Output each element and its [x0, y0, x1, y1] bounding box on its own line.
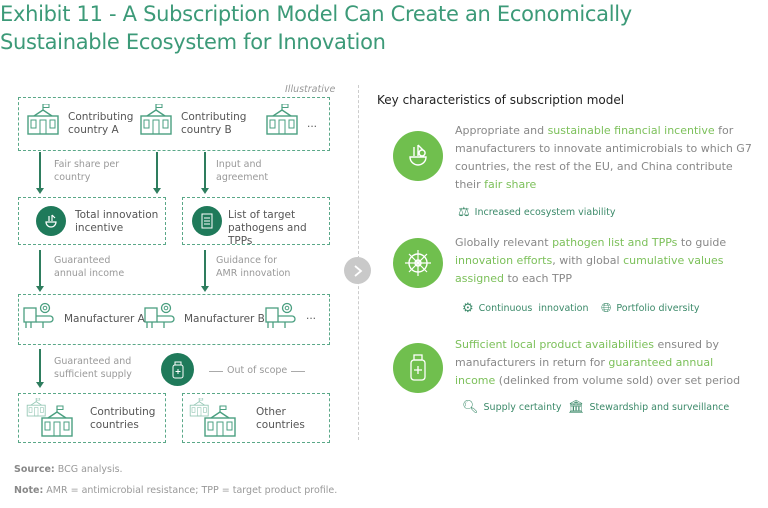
note-text: AMR = antimicrobial resistance; TPP = ta… [43, 485, 338, 496]
text-segment: Appropriate and [455, 124, 548, 137]
highlight-text: pathogen list and TPPs [552, 236, 678, 249]
total-incentive-box [18, 197, 166, 245]
tag-label: Supply certainty [483, 402, 562, 413]
tag-ecosystem-viability: ⚖ Increased ecosystem viability [458, 205, 616, 220]
tag-label: Portfolio diversity [616, 303, 700, 314]
next-arrow-button[interactable] [344, 257, 371, 284]
highlight-text: guaranteed annual income [455, 356, 714, 387]
highlight-text: fair share [484, 178, 537, 191]
source-label: Source: [14, 464, 55, 475]
text-segment: Globally relevant [455, 236, 553, 249]
illustrative-label: Illustrative [285, 84, 336, 95]
out-of-scope: Out of scope [209, 365, 306, 378]
highlight-text: innovation efforts [455, 254, 553, 267]
more-ellipsis: ... [306, 310, 317, 322]
text-segment: to each TPP [503, 272, 573, 285]
highlight-text: Sufficient local product availabilities [455, 338, 655, 351]
manufacturer-icon [144, 302, 175, 329]
characteristic-text-2: Globally relevant pathogen list and TPPs… [455, 234, 755, 288]
arrow-head [36, 188, 44, 194]
target-list-box [182, 197, 330, 245]
tag-label: Increased ecosystem viability [474, 207, 616, 218]
guaranteed-income-label: Guaranteed annual income [54, 255, 125, 279]
buildings-icon [26, 398, 73, 437]
building-icon [140, 104, 172, 135]
country-a-label: Contributing country A [68, 111, 134, 136]
country-b-label: Contributing country B [181, 111, 247, 136]
text-segment: ensured by manufacturers in return for [455, 338, 720, 369]
arrow-head [36, 286, 44, 292]
arrow [204, 152, 206, 190]
target-list-label: List of target pathogens and TPPs [228, 209, 307, 247]
arrow [39, 349, 41, 384]
text-segment: for manufacturers to innovate antimicrob… [455, 124, 752, 191]
contributing-countries-label: Contributing countries [90, 406, 156, 431]
tag-stewardship: 🏛︎ Stewardship and surveillance [568, 400, 729, 415]
total-incentive-label: Total innovation incentive [75, 209, 159, 234]
highlight-text: cumulative values assigned [455, 254, 724, 285]
building-icon [266, 104, 298, 135]
text-segment: (delinked from volume sold) over set per… [495, 374, 741, 387]
manufacturer-icon [265, 302, 296, 329]
buildings-icon [189, 398, 236, 437]
tag-continuous-innovation: ⚙ Continuous innovation [462, 301, 589, 316]
tag-portfolio-diversity: 🌐︎ Portfolio diversity [601, 301, 700, 316]
text-segment: to guide [677, 236, 727, 249]
medicine-bottle-icon [161, 353, 194, 386]
abbreviation-note: Note: AMR = antimicrobial resistance; TP… [14, 485, 337, 496]
arrow [39, 250, 41, 288]
more-ellipsis: ... [307, 118, 318, 130]
source-text: BCG analysis. [54, 464, 123, 475]
characteristic-text-1: Appropriate and sustainable financial in… [455, 122, 755, 194]
chevron-right-icon [353, 264, 362, 277]
exhibit-title: Exhibit 11 - A Subscription Model Can Cr… [0, 2, 632, 54]
text-segment: , with global [552, 254, 624, 267]
other-countries-label: Other countries [256, 406, 305, 431]
arrow [204, 250, 206, 288]
highlight-text: sustainable financial incentive [547, 124, 715, 137]
tag-supply-certainty: 🔍︎ Supply certainty [462, 400, 561, 415]
arrow-head [201, 286, 209, 292]
building-icon [27, 104, 59, 135]
note-label: Note: [14, 485, 44, 496]
arrow-head [153, 188, 161, 194]
input-agreement-label: Input and agreement [216, 159, 269, 183]
ship-wheel-icon [393, 238, 443, 288]
scales-icon: ⚖ [458, 205, 470, 220]
out-of-scope-label: Out of scope [227, 365, 288, 376]
key-characteristics-heading: Key characteristics of subscription mode… [377, 93, 625, 107]
manufacturers-box [18, 294, 330, 345]
checklist-icon [192, 206, 222, 236]
incentive-icon [36, 206, 66, 236]
guaranteed-supply-label: Guaranteed and sufficient supply [54, 356, 132, 380]
manufacturer-icon [23, 302, 54, 329]
medicine-bottle-icon [393, 343, 443, 393]
building-icon: 🏛︎ [568, 400, 585, 415]
arrow [39, 152, 41, 190]
incentive-icon [393, 131, 443, 181]
contributing-countries-result-box [18, 393, 166, 443]
magnifier-icon: 🔍︎ [462, 400, 479, 415]
tag-label: Continuous innovation [478, 303, 589, 314]
manufacturer-a-label: Manufacturer A [64, 313, 145, 325]
globe-people-icon: 🌐︎ [601, 301, 612, 316]
manufacturer-b-label: Manufacturer B [184, 313, 265, 325]
contributing-countries-box [18, 97, 330, 151]
source-note: Source: BCG analysis. [14, 464, 123, 475]
other-countries-box [182, 393, 330, 443]
fair-share-label: Fair share per country [54, 159, 120, 183]
gears-icon: ⚙ [462, 301, 474, 316]
arrow-head [201, 188, 209, 194]
characteristic-text-3: Sufficient local product availabilities … [455, 336, 755, 390]
arrow-head [36, 382, 44, 388]
guidance-label: Guidance for AMR innovation [216, 255, 291, 279]
tag-label: Stewardship and surveillance [589, 402, 730, 413]
arrow [156, 152, 158, 190]
